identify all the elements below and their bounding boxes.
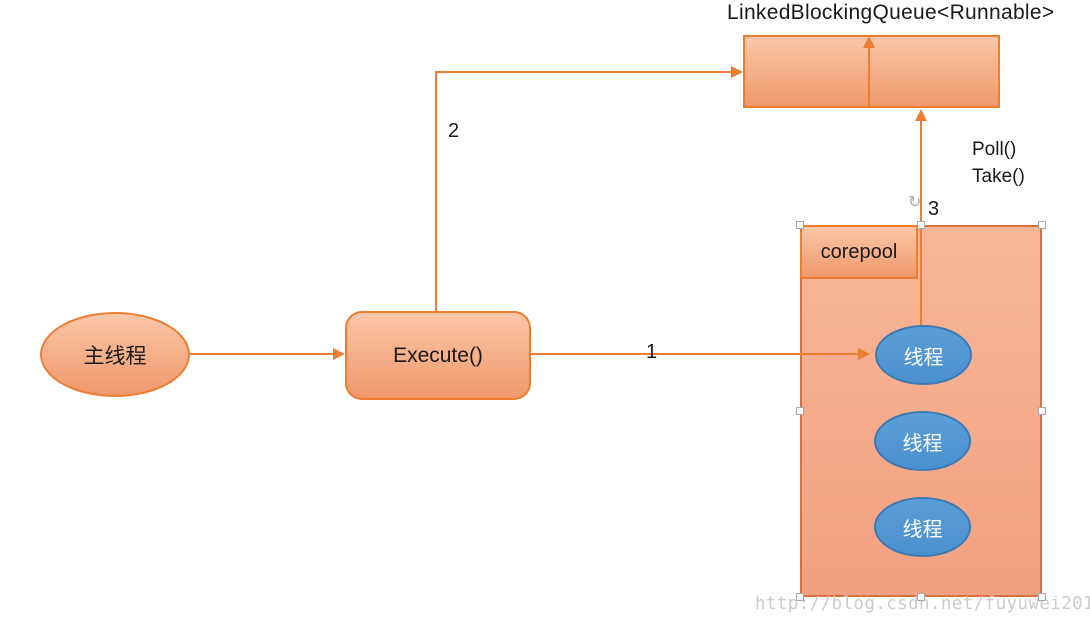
arrow1-label: 1 — [646, 341, 658, 363]
execute-box[interactable]: Execute() — [345, 311, 531, 400]
take-label: Take() — [972, 166, 1025, 187]
thread-label-1: 线程 — [903, 346, 944, 369]
poll-take-annotation: Poll() Take() — [972, 136, 1025, 190]
watermark: http://blog.csdn.net/fuyuwei2015 — [755, 594, 1090, 614]
selection-handle-se[interactable] — [1038, 593, 1046, 601]
selection-handle-sw[interactable] — [796, 593, 804, 601]
thread-label-3: 线程 — [902, 518, 943, 541]
execute-label: Execute() — [393, 343, 483, 367]
selection-handle-nw[interactable] — [796, 221, 804, 229]
selection-handle-e[interactable] — [1038, 407, 1046, 415]
selection-handle-s[interactable] — [917, 593, 925, 601]
arrow2-arrowhead-icon — [731, 66, 743, 78]
main-to-execute-line — [190, 353, 334, 355]
main-to-execute-arrowhead-icon — [333, 348, 345, 360]
poll-label: Poll() — [972, 139, 1017, 160]
arrow1-arrowhead-icon — [858, 348, 870, 360]
main-thread-label: 主线程 — [83, 344, 147, 368]
arrow2-vertical-line — [435, 72, 437, 311]
thread-ellipse-3[interactable]: 线程 — [874, 497, 971, 557]
main-thread-ellipse[interactable]: 主线程 — [40, 312, 190, 397]
queue-title: LinkedBlockingQueue<Runnable> — [727, 1, 1055, 24]
arrow3-label: 3 — [928, 198, 940, 220]
rotate-handle-icon[interactable]: ↻ — [908, 194, 922, 211]
queue-divider-arrow-line — [868, 46, 870, 106]
corepool-label: corepool — [820, 240, 898, 263]
queue-divider-arrowhead-icon — [863, 36, 875, 48]
selection-handle-w[interactable] — [796, 407, 804, 415]
thread-label-2: 线程 — [902, 432, 943, 455]
arrow2-horizontal-line — [435, 71, 731, 73]
selection-handle-ne[interactable] — [1038, 221, 1046, 229]
arrow3-arrowhead-icon — [915, 109, 927, 121]
corepool-box[interactable]: corepool — [800, 225, 918, 279]
arrow2-label: 2 — [448, 120, 460, 142]
selection-handle-n[interactable] — [917, 221, 925, 229]
arrow1-line — [531, 353, 858, 355]
thread-ellipse-1[interactable]: 线程 — [875, 325, 972, 385]
thread-ellipse-2[interactable]: 线程 — [874, 411, 971, 471]
